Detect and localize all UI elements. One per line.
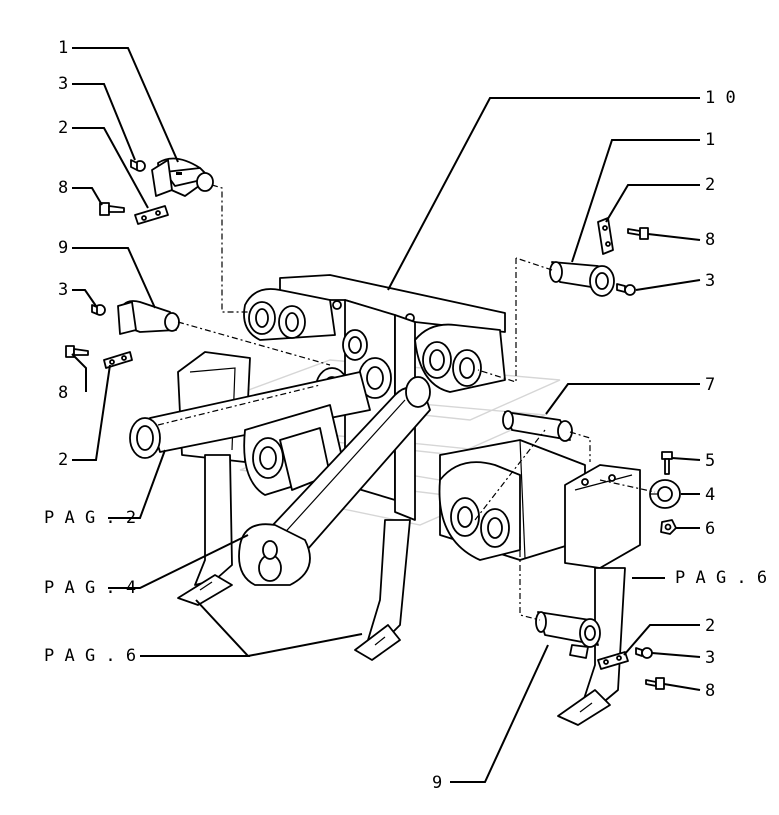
callout-labels: 1 3 2 8 9 3 8 2 1 0 1 2 8 3 7 5 4 6 2 3 …	[58, 38, 736, 793]
page-ref-pag-6-left: P A G . 6	[44, 646, 136, 666]
bolt-5	[661, 451, 673, 475]
callout-10-frame: 1 0	[705, 88, 736, 108]
bolt-3-lower-right	[635, 647, 653, 659]
bolt-8-top-left	[99, 202, 125, 216]
callout-8-lower-right: 8	[705, 681, 715, 701]
pin-9-mid-left	[117, 300, 180, 335]
callout-4-right: 4	[705, 485, 715, 505]
pin-1-top-left	[151, 157, 214, 197]
callout-2-lower-right: 2	[705, 616, 715, 636]
bolt-3-top-left	[130, 159, 146, 172]
page-ref-pag-6-right: P A G . 6	[675, 568, 767, 588]
pin-1-right	[549, 261, 615, 297]
callout-3-mid-left: 3	[58, 280, 68, 300]
leader-lines	[71, 47, 701, 783]
callout-9-mid-left: 9	[58, 238, 68, 258]
bolt-8-right	[627, 227, 649, 240]
callout-5-right: 5	[705, 451, 715, 471]
callout-7-right: 7	[705, 375, 715, 395]
callout-8-top-left: 8	[58, 178, 68, 198]
callout-8-right: 8	[705, 230, 715, 250]
callout-1-right: 1	[705, 130, 715, 150]
pin-9-bottom	[535, 611, 601, 659]
bolt-3-right	[616, 283, 636, 296]
bushing-4	[649, 479, 681, 509]
plate-2-top-left	[134, 205, 169, 225]
plate-2-mid-left	[103, 351, 133, 369]
frame-assembly	[129, 274, 641, 726]
page-references: P A G . 2 P A G . 4 P A G . 6 P A G . 6	[44, 508, 767, 666]
nut-6	[660, 519, 677, 535]
callout-2-top-left: 2	[58, 118, 68, 138]
callout-6-right: 6	[705, 519, 715, 539]
callout-3-lower-right: 3	[705, 648, 715, 668]
page-ref-pag-2: P A G . 2	[44, 508, 136, 528]
callout-9-bottom: 9	[432, 773, 442, 793]
bolt-8-mid-left	[65, 345, 89, 358]
callout-1-top-left: 1	[58, 38, 68, 58]
callout-8-mid-left: 8	[58, 383, 68, 403]
page-ref-pag-4: P A G . 4	[44, 578, 136, 598]
callout-2-mid-left: 2	[58, 450, 68, 470]
callout-2-right: 2	[705, 175, 715, 195]
assembly-lines	[157, 184, 656, 621]
callout-3-right: 3	[705, 271, 715, 291]
plate-2-lower-right	[597, 651, 629, 670]
bolt-3-mid-left	[91, 304, 106, 316]
bolt-8-lower-right	[645, 677, 665, 690]
pin-7	[502, 410, 573, 442]
callout-3-top-left: 3	[58, 74, 68, 94]
plate-2-right	[597, 217, 614, 255]
